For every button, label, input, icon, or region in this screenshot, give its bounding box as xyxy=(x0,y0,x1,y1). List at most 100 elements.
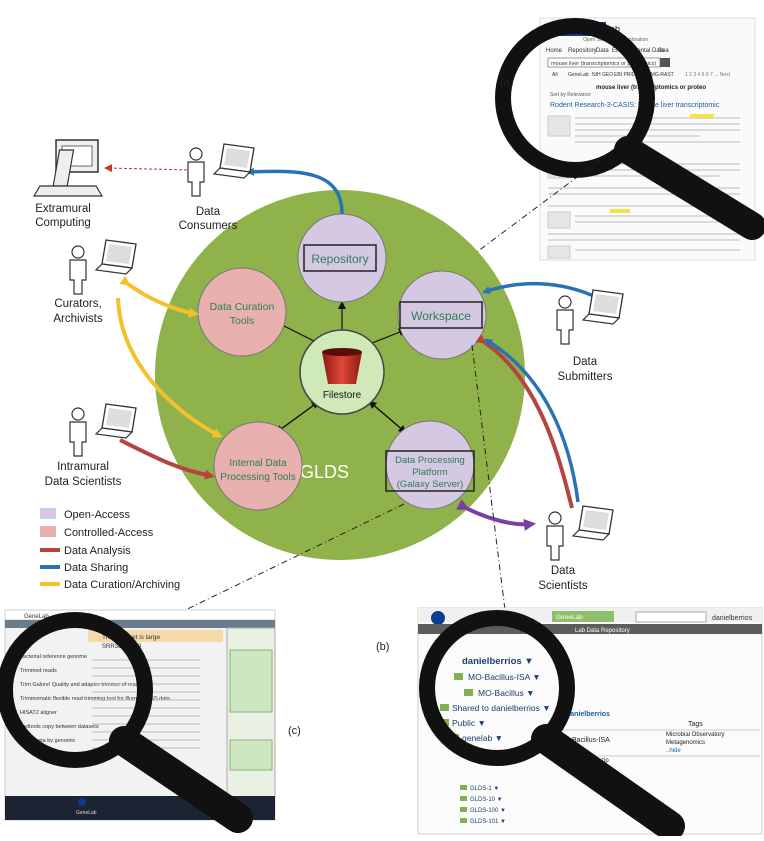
curator-laptop-icon xyxy=(94,239,137,275)
magnifier-icon-c xyxy=(0,612,253,833)
galaxy-tools: bacterial reference genome Trimmed reads… xyxy=(20,654,171,744)
scientists-label-2: Scientists xyxy=(538,580,587,592)
repo-filter-0[interactable]: All xyxy=(552,72,558,78)
intramural-person-icon xyxy=(69,407,87,457)
flow-curators-curation xyxy=(119,275,199,318)
legend-label-1: Controlled-Access xyxy=(64,527,154,539)
curation-label-1: Data Curation xyxy=(210,301,275,313)
submitter-person-icon xyxy=(556,295,574,345)
tree-item-9[interactable]: GLDS-100 ▼ xyxy=(470,808,506,814)
bucket-icon xyxy=(322,352,362,384)
workspace-tag-0: Microbial Observatory xyxy=(666,732,724,738)
node-workspace[interactable]: Workspace xyxy=(397,270,487,360)
galaxy-tool-2[interactable]: Trim Galore! Quality and adapter trimmer… xyxy=(20,682,142,688)
legend-label-0: Open-Access xyxy=(64,509,131,521)
node-filestore[interactable]: Filestore xyxy=(299,329,385,415)
curators-label-1: Curators, xyxy=(54,298,101,310)
intramural-laptop-icon xyxy=(94,403,137,439)
legend-label-3: Data Sharing xyxy=(64,562,128,574)
repo-pages: 1 2 3 4 5 6 7 ... Next xyxy=(685,72,731,78)
magnifier-icon-b xyxy=(419,610,685,841)
galaxy-tool-3[interactable]: Trimmomatic flexible read trimming tool … xyxy=(20,696,171,702)
processing-label-2: Platform xyxy=(412,467,447,478)
tree-item-0[interactable]: danielberrios ▼ xyxy=(462,656,534,667)
galaxy-tool-6[interactable]: Filter fasta by genomic xyxy=(20,738,76,744)
consumer-laptop-icon xyxy=(212,143,255,179)
submitters-label-2: Submitters xyxy=(558,371,613,383)
galaxy-tool-1[interactable]: Trimmed reads xyxy=(20,668,57,674)
panel-label-c: (c) xyxy=(288,725,301,737)
workspace-tag-2[interactable]: ..hide xyxy=(666,748,681,754)
panel-label-b: (b) xyxy=(376,641,389,653)
workspace-file-row: Bacillus-ISA xyxy=(572,737,610,744)
consumer-person-icon xyxy=(187,147,205,197)
repo-nav-4[interactable]: Sea xyxy=(658,48,669,54)
curator-person-icon xyxy=(69,245,87,295)
repository-label: Repository xyxy=(311,252,368,266)
repo-filters: All GeneLab NIH GEO EBI PRIDE ASL MG-RAS… xyxy=(552,72,674,78)
galaxy-screenshot: GeneLab This dataset is large SRR38... 3… xyxy=(4,609,276,821)
scientists-label-1: Data xyxy=(551,565,576,577)
galaxy-tool-5[interactable]: bedtools copy between datasets xyxy=(20,724,99,730)
repo-search-value: mouse liver (transcriptomics or proteomi… xyxy=(551,61,656,67)
tree-item-3[interactable]: Shared to danielberrios ▼ xyxy=(452,703,551,713)
repo-nav-0[interactable]: Home xyxy=(546,48,563,54)
legend: Open-Access Controlled-Access Data Analy… xyxy=(40,508,180,591)
galaxy-tool-0[interactable]: bacterial reference genome xyxy=(20,654,87,660)
repo-filter-1[interactable]: GeneLab xyxy=(568,72,589,78)
workspace-brand: GeneLab xyxy=(556,614,583,621)
workspace-user: danielberrios xyxy=(712,615,753,622)
workspace-search-input[interactable] xyxy=(635,611,707,623)
node-repository[interactable]: Repository xyxy=(297,213,387,303)
flow-submitters-to-workspace xyxy=(482,281,599,300)
tree-item-2[interactable]: MO-Bacillus ▼ xyxy=(478,688,535,698)
legend-label-2: Data Analysis xyxy=(64,545,131,557)
tree-item-5[interactable]: genelab ▼ xyxy=(462,733,503,743)
repo-sort: Sort by Relevance xyxy=(550,92,591,98)
flow-workspace-scientists-analysis xyxy=(475,333,574,509)
flow-repository-to-consumers xyxy=(246,167,344,215)
connector-b xyxy=(471,344,506,611)
glds-label: GLDS xyxy=(300,462,349,482)
repo-filter-4[interactable]: ASL MG-RAST xyxy=(640,72,674,78)
repo-search-button[interactable] xyxy=(660,58,670,67)
consumers-label-2: Consumers xyxy=(179,220,238,232)
tree-item-8[interactable]: GLDS-10 ▼ xyxy=(470,797,503,803)
tree-item-7[interactable]: GLDS-1 ▼ xyxy=(470,786,499,792)
computer-icon xyxy=(32,139,104,197)
extramural-label-2: Computing xyxy=(35,217,91,229)
node-processing[interactable]: Data Processing Platform (Galaxy Server) xyxy=(385,420,475,510)
repo-nav-1[interactable]: Repository xyxy=(568,48,597,54)
node-internal[interactable]: Internal Data Processing Tools xyxy=(213,421,303,511)
repo-filter-2[interactable]: NIH GEO xyxy=(592,72,613,78)
repo-nav-2[interactable]: Data xyxy=(596,48,609,54)
connector-a xyxy=(417,159,601,297)
scientist-laptop-icon xyxy=(571,505,614,541)
workspace-brand-bar xyxy=(552,611,614,622)
tree-item-4[interactable]: Public ▼ xyxy=(452,718,486,728)
repo-result-title[interactable]: Rodent Research-3-CASIS: Mouse liver tra… xyxy=(550,102,720,109)
tree-item-1[interactable]: MO-Bacillus-ISA ▼ xyxy=(468,672,541,682)
workspace-right-title: danielberrios xyxy=(566,711,610,718)
legend-swatch-open xyxy=(40,508,56,519)
galaxy-tool-4[interactable]: HISAT2 aligner xyxy=(20,710,57,716)
galaxy-footer: GeneLab xyxy=(76,810,97,816)
workspace-repo-header: Lab Data Repository xyxy=(575,628,630,634)
node-curation[interactable]: Data Curation Tools xyxy=(197,267,287,357)
scientist-person-icon xyxy=(546,511,564,561)
flow-processing-scientists xyxy=(456,499,536,531)
filestore-label: Filestore xyxy=(323,390,362,401)
intramural-label-2: Data Scientists xyxy=(45,476,122,488)
workspace-screenshot: GeneLab danielberrios Lab Data Repositor… xyxy=(417,607,763,835)
repo-filter-3[interactable]: EBI PRIDE xyxy=(614,72,639,78)
curation-label-2: Tools xyxy=(230,315,255,327)
consumers-label-1: Data xyxy=(196,206,221,218)
flow-curators-internal xyxy=(116,297,223,438)
internal-label-2: Processing Tools xyxy=(220,472,295,483)
submitters-label-1: Data xyxy=(573,356,598,368)
flow-intramural-internal xyxy=(119,438,215,480)
tree-item-10[interactable]: GLDS-101 ▼ xyxy=(470,819,506,825)
legend-swatch-controlled xyxy=(40,526,56,537)
